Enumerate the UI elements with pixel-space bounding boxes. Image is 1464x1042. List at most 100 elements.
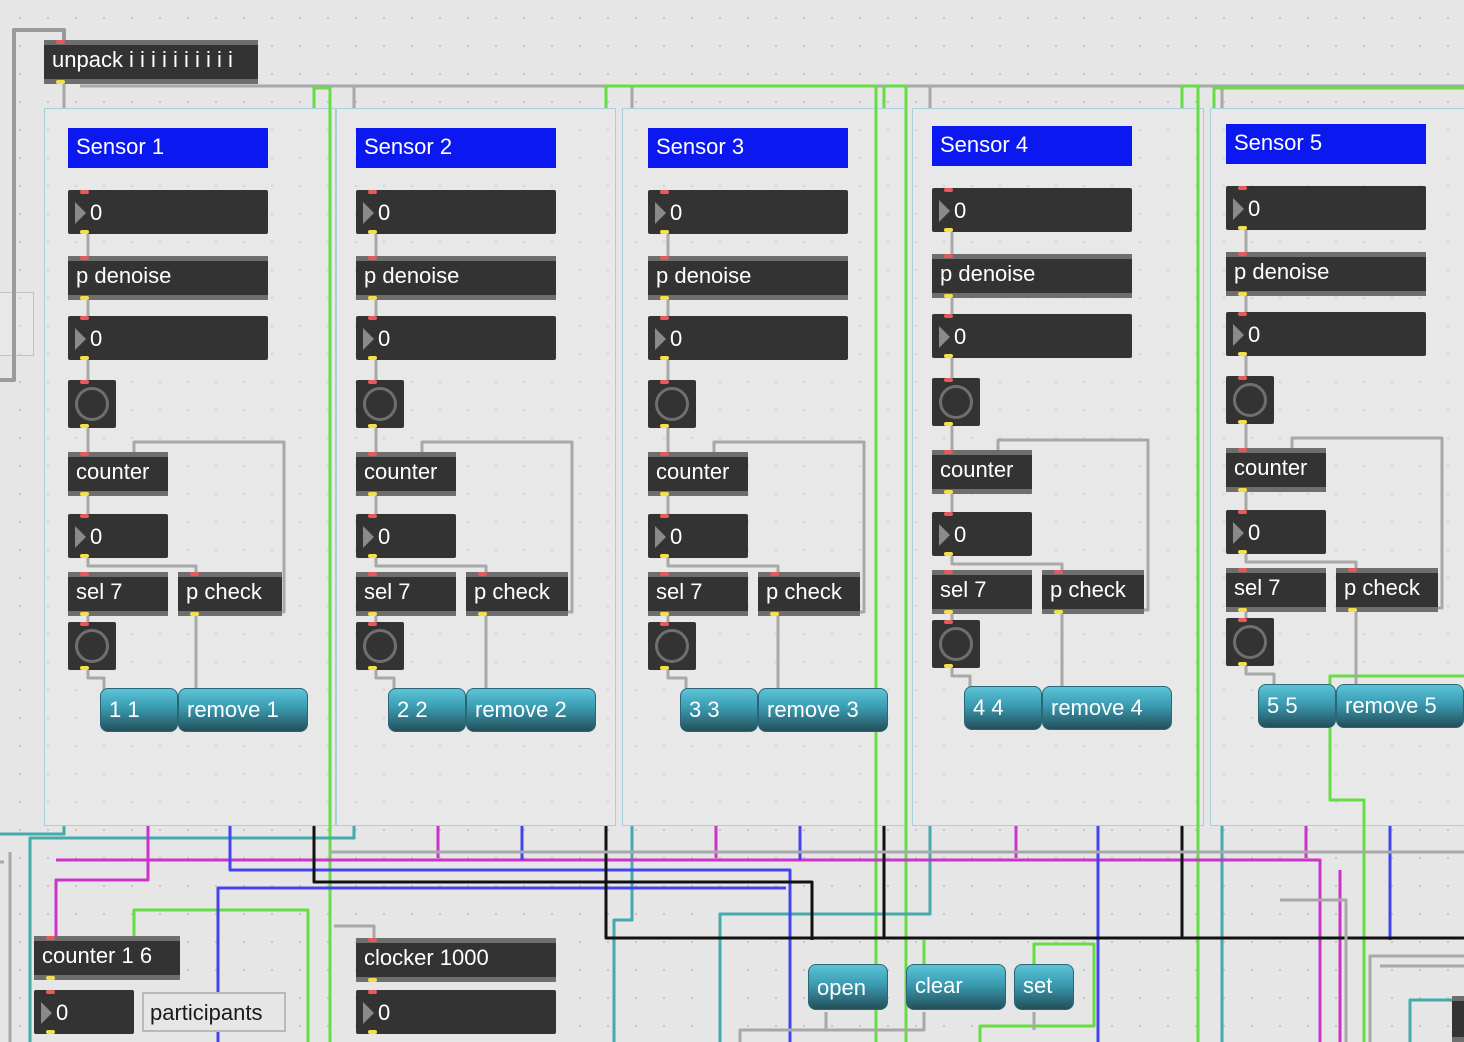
bang-button[interactable] <box>648 622 696 670</box>
sensor-input-number[interactable]: 0 <box>648 190 848 234</box>
sensor-title: Sensor 2 <box>356 128 556 168</box>
clocker-object[interactable]: clocker 1000 <box>356 938 556 982</box>
bang-button[interactable] <box>356 380 404 428</box>
counter-object[interactable]: counter <box>1226 448 1326 492</box>
denoised-number[interactable]: 0 <box>1226 312 1426 356</box>
number-value: 0 <box>90 326 103 351</box>
bang-button[interactable] <box>68 380 116 428</box>
denoise-subpatch[interactable]: p denoise <box>932 254 1132 298</box>
denoised-number[interactable]: 0 <box>932 314 1132 358</box>
counter-1-6-object[interactable]: counter 1 6 <box>34 936 180 980</box>
number-value: 0 <box>670 200 683 225</box>
number-value: 0 <box>90 524 103 549</box>
remove-message[interactable]: remove 2 <box>466 688 596 732</box>
id-message[interactable]: 5 5 <box>1258 684 1336 728</box>
bang-circle-icon <box>75 629 109 663</box>
counter-number[interactable]: 0 <box>932 512 1032 556</box>
check-subpatch[interactable]: p check <box>466 572 568 616</box>
number-arrow-icon <box>655 202 666 224</box>
bang-button[interactable] <box>932 620 980 668</box>
bang-circle-icon <box>363 387 397 421</box>
remove-message[interactable]: remove 5 <box>1336 684 1464 728</box>
number-value: 0 <box>670 326 683 351</box>
number-value: 0 <box>954 522 967 547</box>
number-arrow-icon <box>655 328 666 350</box>
number-arrow-icon <box>655 526 666 548</box>
id-message[interactable]: 4 4 <box>964 686 1042 730</box>
denoised-number[interactable]: 0 <box>68 316 268 360</box>
number-value: 0 <box>1248 196 1261 221</box>
offscreen-object-edge[interactable] <box>1452 996 1464 1042</box>
number-value: 0 <box>378 326 391 351</box>
number-arrow-icon <box>1233 324 1244 346</box>
remove-message[interactable]: remove 4 <box>1042 686 1172 730</box>
sensor-title: Sensor 1 <box>68 128 268 168</box>
sensor-input-number[interactable]: 0 <box>68 190 268 234</box>
id-message[interactable]: 3 3 <box>680 688 758 732</box>
number-value: 0 <box>56 1000 69 1025</box>
number-arrow-icon <box>363 1002 374 1024</box>
number-arrow-icon <box>363 328 374 350</box>
unpack-object[interactable]: unpack i i i i i i i i i i <box>44 40 258 84</box>
bang-circle-icon <box>1233 383 1267 417</box>
denoised-number[interactable]: 0 <box>648 316 848 360</box>
clear-message[interactable]: clear <box>906 964 1006 1010</box>
remove-message[interactable]: remove 3 <box>758 688 888 732</box>
counter-object[interactable]: counter <box>932 450 1032 494</box>
number-arrow-icon <box>1233 522 1244 544</box>
number-arrow-icon <box>363 526 374 548</box>
bang-circle-icon <box>75 387 109 421</box>
bang-button[interactable] <box>356 622 404 670</box>
counter-number[interactable]: 0 <box>68 514 168 558</box>
number-arrow-icon <box>41 1002 52 1024</box>
denoise-subpatch[interactable]: p denoise <box>1226 252 1426 296</box>
counter-number[interactable]: 0 <box>356 514 456 558</box>
number-arrow-icon <box>363 202 374 224</box>
select-object[interactable]: sel 7 <box>932 570 1032 614</box>
check-subpatch[interactable]: p check <box>1042 570 1144 614</box>
check-subpatch[interactable]: p check <box>1336 568 1438 612</box>
bang-button[interactable] <box>648 380 696 428</box>
id-message[interactable]: 1 1 <box>100 688 178 732</box>
side-panel-edge <box>0 292 34 356</box>
id-message[interactable]: 2 2 <box>388 688 466 732</box>
counter-number[interactable]: 0 <box>1226 510 1326 554</box>
bang-circle-icon <box>655 629 689 663</box>
denoise-subpatch[interactable]: p denoise <box>356 256 556 300</box>
open-message[interactable]: open <box>808 964 888 1010</box>
number-arrow-icon <box>75 328 86 350</box>
sensor-input-number[interactable]: 0 <box>1226 186 1426 230</box>
counter-object[interactable]: counter <box>356 452 456 496</box>
clocker-number[interactable]: 0 <box>356 990 556 1034</box>
sensor-input-number[interactable]: 0 <box>932 188 1132 232</box>
remove-message[interactable]: remove 1 <box>178 688 308 732</box>
check-subpatch[interactable]: p check <box>758 572 860 616</box>
bang-button[interactable] <box>1226 618 1274 666</box>
bang-button[interactable] <box>1226 376 1274 424</box>
number-value: 0 <box>378 524 391 549</box>
denoise-subpatch[interactable]: p denoise <box>68 256 268 300</box>
select-object[interactable]: sel 7 <box>648 572 748 616</box>
bang-button[interactable] <box>68 622 116 670</box>
number-value: 0 <box>954 198 967 223</box>
participants-comment: participants <box>142 992 286 1032</box>
select-object[interactable]: sel 7 <box>356 572 456 616</box>
number-value: 0 <box>954 324 967 349</box>
sensor-input-number[interactable]: 0 <box>356 190 556 234</box>
counter-object[interactable]: counter <box>68 452 168 496</box>
select-object[interactable]: sel 7 <box>1226 568 1326 612</box>
number-value: 0 <box>670 524 683 549</box>
number-value: 0 <box>90 200 103 225</box>
set-message[interactable]: set <box>1014 964 1074 1010</box>
denoise-subpatch[interactable]: p denoise <box>648 256 848 300</box>
select-object[interactable]: sel 7 <box>68 572 168 616</box>
counter-object[interactable]: counter <box>648 452 748 496</box>
check-subpatch[interactable]: p check <box>178 572 282 616</box>
participants-number[interactable]: 0 <box>34 990 134 1034</box>
denoised-number[interactable]: 0 <box>356 316 556 360</box>
bang-button[interactable] <box>932 378 980 426</box>
number-arrow-icon <box>939 200 950 222</box>
counter-number[interactable]: 0 <box>648 514 748 558</box>
bang-circle-icon <box>939 627 973 661</box>
